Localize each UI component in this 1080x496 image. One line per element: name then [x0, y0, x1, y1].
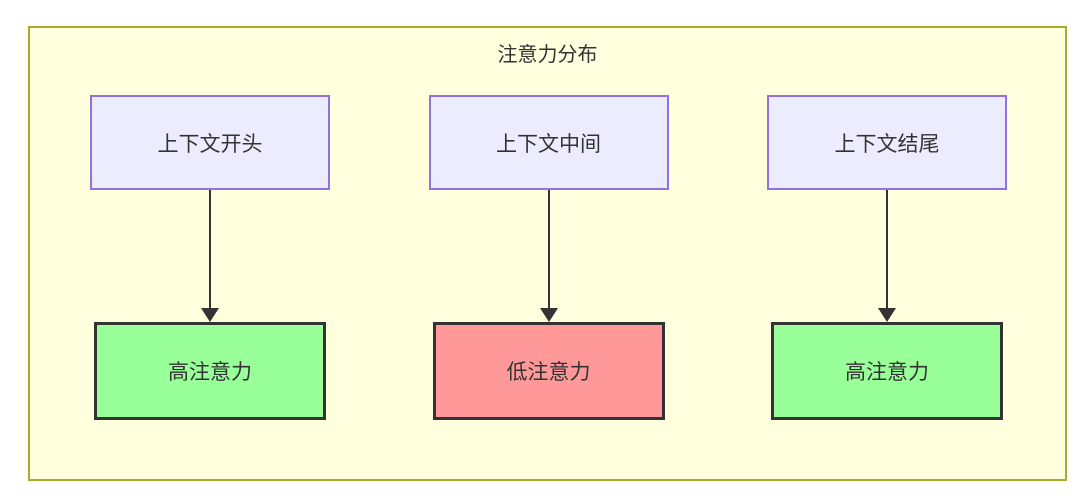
diagram-title: 注意力分布 — [497, 44, 598, 66]
arrow-head-icon — [201, 308, 219, 322]
diagram-container: 注意力分布 上下文开头 高注意力 上下文中间 低注意力 — [28, 26, 1067, 481]
column-context-start: 上下文开头 高注意力 — [90, 95, 330, 420]
target-node: 高注意力 — [771, 322, 1003, 420]
column-context-end: 上下文结尾 高注意力 — [767, 95, 1007, 420]
arrow-line — [547, 190, 550, 309]
arrow — [878, 190, 896, 322]
source-node-label: 上下文开头 — [157, 132, 263, 156]
target-node-label: 高注意力 — [168, 361, 252, 384]
columns-row: 上下文开头 高注意力 上下文中间 低注意力 上下文结 — [30, 67, 1065, 420]
arrow-line — [886, 190, 888, 309]
source-node: 上下文开头 — [90, 95, 330, 190]
source-node: 上下文中间 — [428, 95, 669, 190]
arrow — [201, 190, 219, 322]
target-node-label: 低注意力 — [506, 361, 591, 384]
source-node-label: 上下文结尾 — [834, 132, 940, 156]
column-context-middle: 上下文中间 低注意力 — [428, 95, 669, 420]
arrow-line — [209, 190, 211, 309]
target-node: 低注意力 — [432, 322, 665, 420]
target-node-label: 高注意力 — [845, 361, 929, 384]
arrow-head-icon — [539, 308, 558, 322]
target-node: 高注意力 — [94, 322, 326, 420]
arrow-head-icon — [878, 308, 896, 322]
arrow — [539, 190, 558, 322]
source-node-label: 上下文中间 — [496, 132, 601, 156]
source-node: 上下文结尾 — [767, 95, 1007, 190]
